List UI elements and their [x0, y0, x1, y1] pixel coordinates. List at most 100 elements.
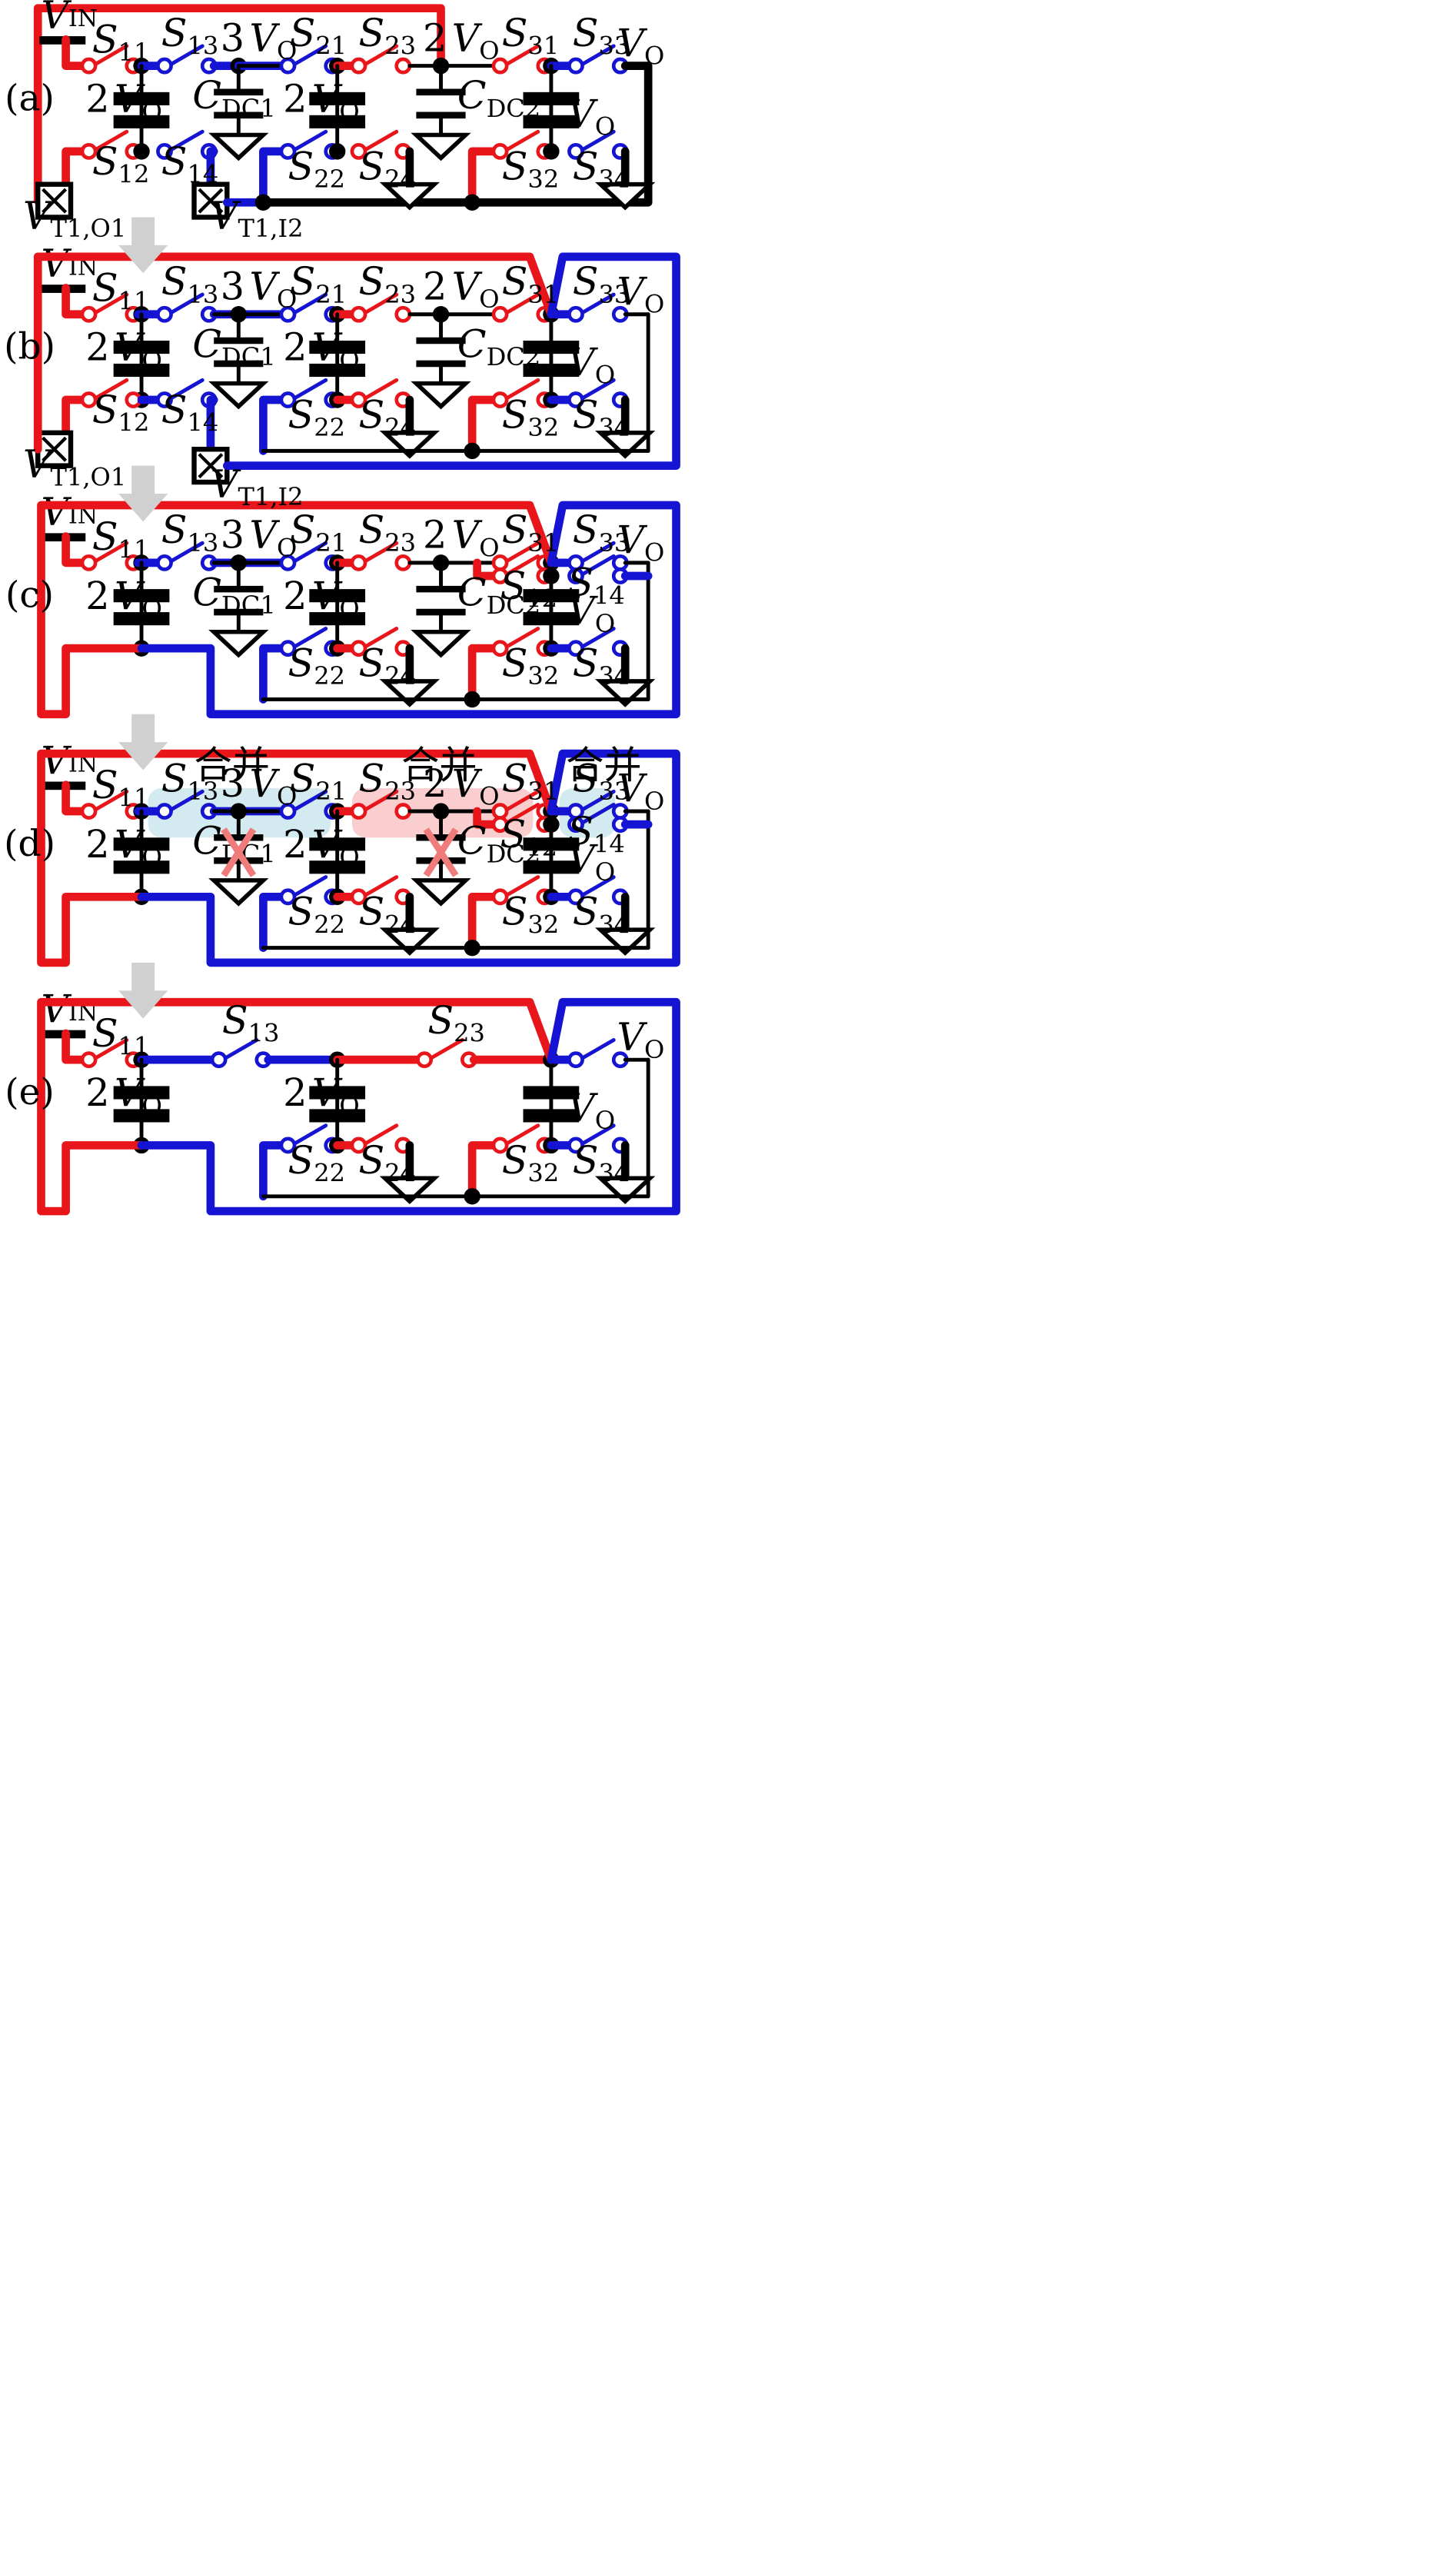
panel-label: (d) [4, 823, 55, 865]
ground-icon [411, 381, 471, 410]
switch-blade [292, 789, 328, 812]
capacitor-plate [523, 115, 580, 128]
switch-blade [504, 875, 540, 897]
vo-output-label: VO [617, 21, 665, 71]
switch-blade [169, 129, 204, 152]
ground-icon [208, 878, 269, 907]
switch-blade [169, 378, 204, 401]
switch-s21 [279, 292, 341, 323]
switch-label-s21: S21 [290, 11, 347, 61]
capacitor-plate [113, 115, 170, 128]
port-cross [198, 453, 224, 479]
capacitor-plate [113, 363, 170, 378]
merge-label-blue: 合并 [195, 743, 270, 787]
cap3-label: VO [567, 92, 615, 141]
red-loop-wire [33, 4, 445, 205]
wire [473, 807, 500, 829]
panel-c: VIN [37, 490, 680, 719]
junction-dot [543, 567, 560, 584]
switch-contact [350, 554, 367, 571]
switch-blade [504, 292, 540, 315]
switch-blade [223, 1038, 259, 1060]
capacitor-plate [113, 860, 170, 874]
switch-label-s23: S23 [359, 11, 417, 61]
wire [137, 997, 680, 1216]
switch-blade [429, 1038, 464, 1060]
switch-blade [363, 378, 399, 401]
vin-label: VIN [42, 987, 98, 1031]
capacitor-plate [523, 837, 580, 851]
cap-cell2 [309, 1086, 366, 1123]
switch-blade [504, 627, 540, 649]
switch-contact [394, 305, 412, 323]
switch-label-s13: S13 [161, 508, 219, 557]
switch-blade [363, 292, 399, 315]
capacitor-plate [113, 92, 170, 105]
wire [259, 892, 288, 952]
switch-label-s13: S13 [161, 259, 219, 309]
capacitor-plate [523, 1086, 580, 1100]
capacitor-plate [309, 860, 366, 874]
wire [467, 147, 500, 207]
switch-blade [580, 129, 616, 152]
switch-contact [350, 305, 367, 323]
switch-blade [504, 44, 540, 66]
switch-blade [292, 1123, 328, 1146]
capacitor-plate [523, 860, 580, 874]
ground-icon [595, 927, 656, 956]
switch-blade [292, 292, 328, 315]
switch-contact [394, 803, 412, 820]
switch-blade [292, 627, 328, 649]
switch-label-s21: S21 [290, 508, 347, 557]
switch-contact [156, 803, 173, 820]
cdc2-remove-cross [423, 827, 459, 877]
switch-blade [580, 1123, 616, 1146]
switch-blade [93, 292, 129, 315]
cdc1-remove-cross [221, 827, 257, 877]
cdc1-label: CDC1 [192, 321, 275, 371]
node-dot [464, 194, 480, 211]
capacitor-plate [309, 612, 366, 626]
switch-blade [580, 1038, 616, 1060]
vo-output-label: VO [617, 269, 665, 319]
node-dot [329, 143, 346, 160]
switch-blade [93, 378, 129, 401]
switch-label-s23: S23 [359, 508, 417, 557]
switch-blade [580, 875, 616, 897]
vo-output-label: VO [617, 766, 665, 816]
switch-blade [504, 541, 540, 564]
wire [467, 1141, 500, 1201]
cdc2-label: CDC2 [457, 73, 540, 123]
vt1o1-label: VT1,O1 [23, 193, 126, 243]
switch-s11 [80, 1038, 142, 1069]
switch-label-s34: S34 [573, 392, 630, 442]
vin-label: VIN [42, 241, 98, 286]
transition-arrow [118, 714, 168, 770]
wire [259, 644, 288, 704]
ground-icon [379, 431, 441, 459]
transition-arrow [118, 217, 168, 274]
cdc1-label: CDC1 [192, 571, 275, 621]
wire [259, 1141, 288, 1201]
switch-blade [580, 292, 616, 315]
switch-blade [292, 129, 328, 152]
wire [37, 749, 556, 967]
switch-label-s21: S21 [290, 756, 347, 806]
ground-icon [595, 431, 656, 459]
merge-label-blue-2: 合并 [566, 743, 641, 787]
panel-a: VIN [33, 0, 656, 220]
wire [259, 147, 288, 207]
node-dot [254, 194, 272, 211]
switch-blade [363, 1123, 399, 1146]
cap-cell3 [523, 92, 580, 128]
cap-cell3 [523, 1086, 580, 1123]
capacitor-plate [309, 1086, 366, 1100]
capacitor-plate [309, 1109, 366, 1123]
